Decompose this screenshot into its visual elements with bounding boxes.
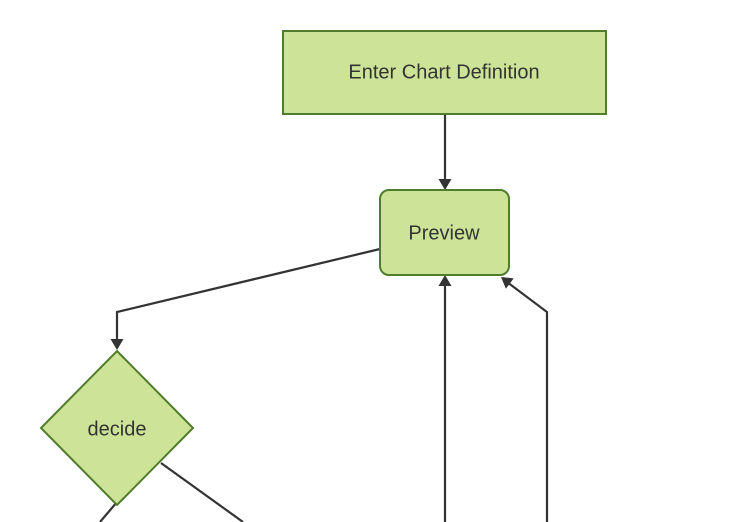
edge-bottom-center-to-preview-arrowhead — [438, 275, 452, 286]
edge-decide-bottom-left-line — [99, 501, 118, 522]
edge-decide-bottom-right-line — [160, 462, 244, 522]
edge-bottom-right-to-preview-arrowhead — [501, 277, 514, 289]
node-preview-shape — [379, 189, 510, 276]
edge-bottom-right-to-preview-line — [506, 281, 549, 522]
node-enter-chart-definition[interactable]: Enter Chart Definition — [282, 30, 607, 115]
edge-decide-bottom-right[interactable] — [160, 462, 244, 522]
edge-decide-bottom-left[interactable] — [99, 501, 118, 522]
edge-preview-to-decide-line — [115, 247, 381, 342]
edge-enter-to-preview-arrowhead — [438, 179, 452, 190]
node-layer: Enter Chart Definition Preview decide — [39, 30, 607, 507]
edge-preview-to-decide[interactable] — [110, 247, 381, 350]
edge-bottom-right-to-preview[interactable] — [497, 272, 549, 522]
node-preview[interactable]: Preview — [379, 189, 510, 276]
edge-layer — [99, 114, 549, 522]
edge-enter-to-preview[interactable] — [438, 114, 452, 190]
edge-bottom-center-to-preview[interactable] — [438, 275, 452, 522]
edge-preview-to-decide-arrowhead — [110, 339, 124, 350]
node-decide-shape — [39, 349, 195, 507]
node-enter-chart-definition-shape — [282, 30, 607, 115]
node-decide[interactable]: decide — [39, 349, 195, 507]
